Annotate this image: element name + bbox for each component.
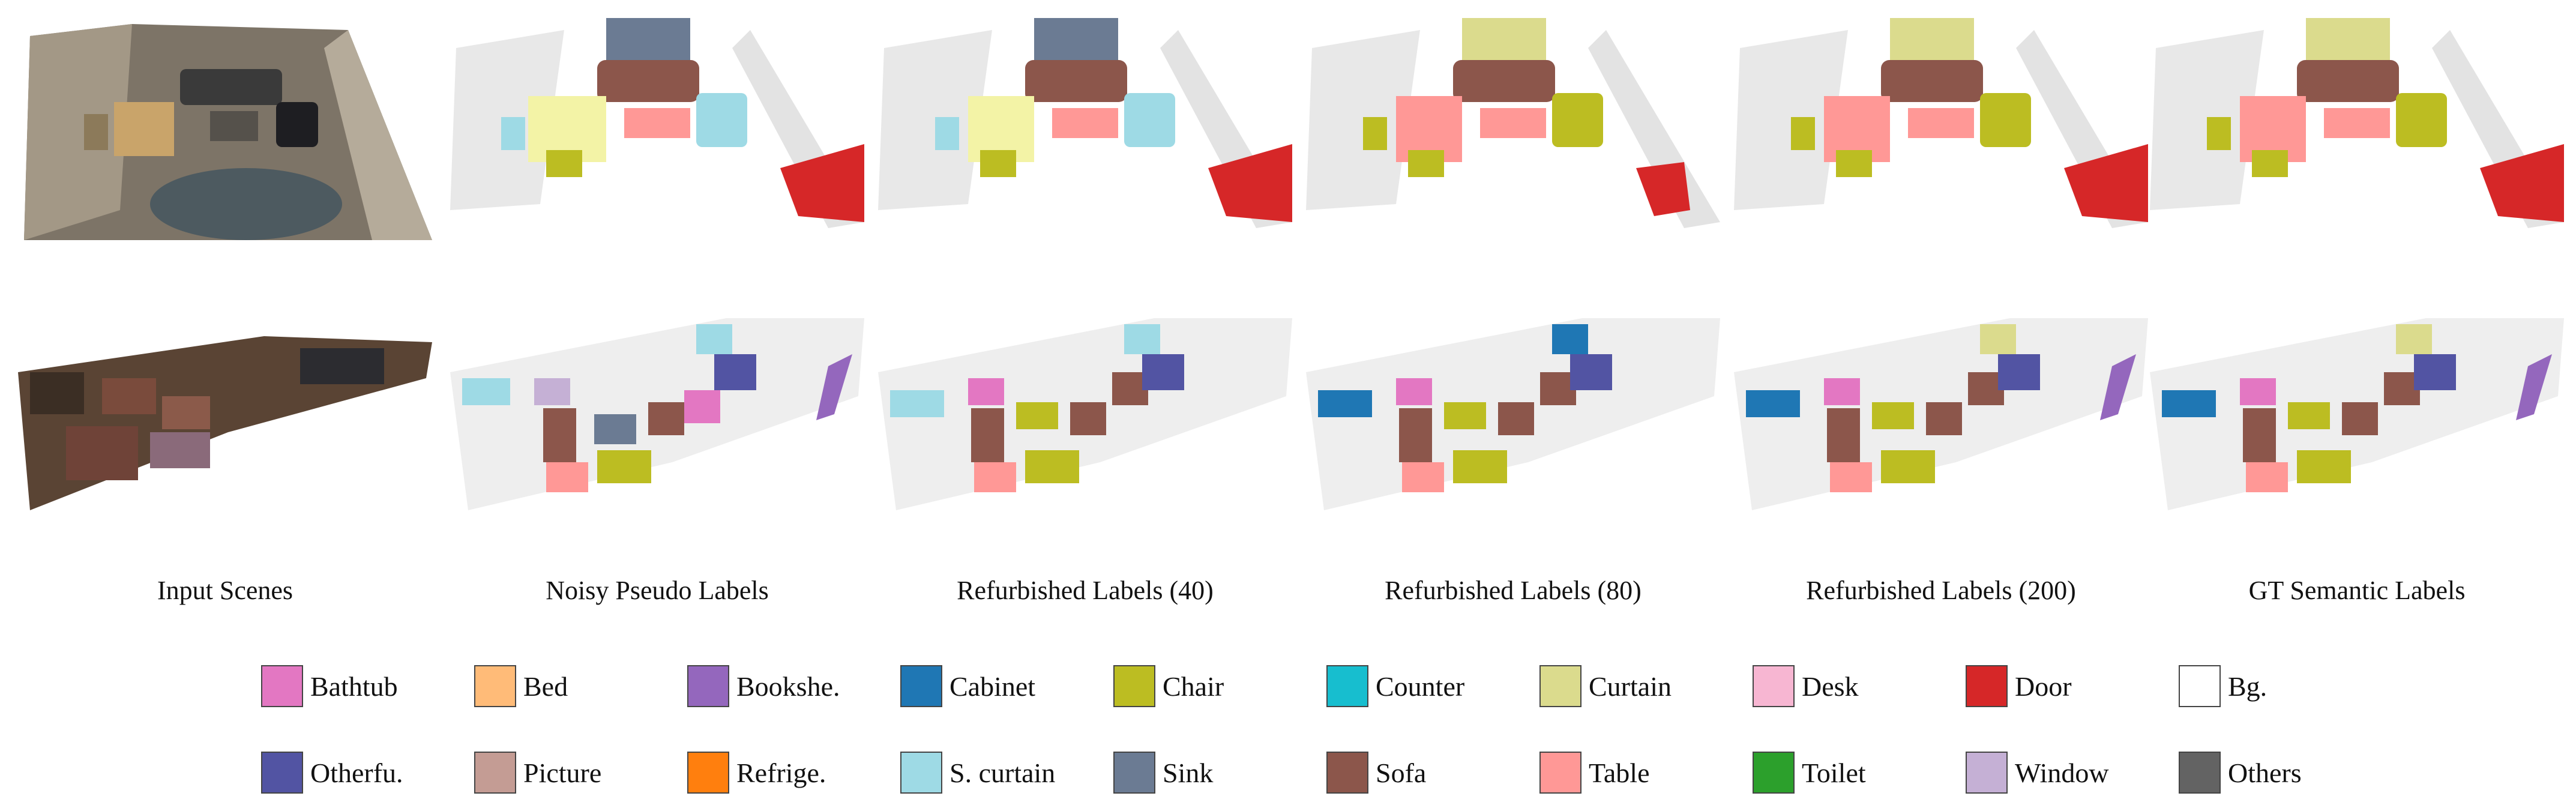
scene1-input xyxy=(12,12,438,252)
scene2-gt-semantic-labels xyxy=(2144,282,2570,522)
legend-swatch xyxy=(261,665,303,707)
legend-label: Chair xyxy=(1163,671,1224,702)
legend-label: S. curtain xyxy=(949,757,1056,788)
legend-label: Desk xyxy=(1802,671,1859,702)
legend-swatch xyxy=(2179,665,2221,707)
scene1-refurbished-40 xyxy=(872,12,1298,252)
legend-item: Chair xyxy=(1113,662,1224,710)
legend-swatch xyxy=(1753,665,1795,707)
legend-label: Curtain xyxy=(1589,671,1672,702)
legend-label: Bed xyxy=(523,671,568,702)
legend-label: Toilet xyxy=(1802,757,1866,788)
legend-label: Otherfu. xyxy=(310,757,403,788)
legend-swatch xyxy=(1113,752,1155,794)
scene1-refurbished-80 xyxy=(1300,12,1726,252)
legend-item: Picture xyxy=(474,749,601,797)
legend-swatch xyxy=(687,665,729,707)
legend-item: Bathtub xyxy=(261,662,398,710)
legend-swatch xyxy=(900,665,942,707)
legend-swatch xyxy=(1326,665,1368,707)
legend-label: Door xyxy=(2015,671,2072,702)
legend-item: Counter xyxy=(1326,662,1464,710)
legend-item: S. curtain xyxy=(900,749,1055,797)
legend-swatch xyxy=(1966,752,2008,794)
legend-label: Refrige. xyxy=(736,757,826,788)
legend-label: Cabinet xyxy=(949,671,1036,702)
legend-swatch xyxy=(261,752,303,794)
legend-label: Bg. xyxy=(2228,671,2268,702)
legend-label: Picture xyxy=(523,757,602,788)
caption-input-scenes: Input Scenes xyxy=(157,576,293,605)
legend-item: Bg. xyxy=(2179,662,2267,710)
caption-refurbished-80: Refurbished Labels (80) xyxy=(1385,576,1642,605)
legend-label: Sink xyxy=(1163,757,1214,788)
legend-item: Toilet xyxy=(1753,749,1866,797)
legend-label: Others xyxy=(2228,757,2302,788)
legend-swatch xyxy=(687,752,729,794)
legend-item: Bookshe. xyxy=(687,662,840,710)
legend-swatch xyxy=(1539,665,1581,707)
legend-item: Table xyxy=(1539,749,1650,797)
legend-swatch xyxy=(1113,665,1155,707)
scene2-refurbished-200 xyxy=(1728,282,2154,522)
scene1-gt-semantic-labels xyxy=(2144,12,2570,252)
caption-gt-semantic-labels: GT Semantic Labels xyxy=(2248,576,2466,605)
legend-item: Cabinet xyxy=(900,662,1035,710)
legend-swatch xyxy=(2179,752,2221,794)
legend-item: Sofa xyxy=(1326,749,1426,797)
legend-swatch xyxy=(900,752,942,794)
legend-swatch xyxy=(474,665,516,707)
legend-label: Window xyxy=(2015,757,2109,788)
legend-item: Desk xyxy=(1753,662,1859,710)
scene1-refurbished-200 xyxy=(1728,12,2154,252)
legend-item: Curtain xyxy=(1539,662,1672,710)
scene2-input xyxy=(12,282,438,522)
legend-label: Bookshe. xyxy=(736,671,840,702)
legend-item: Sink xyxy=(1113,749,1213,797)
scene2-noisy-pseudo-labels xyxy=(444,282,870,522)
scene1-noisy-pseudo-labels xyxy=(444,12,870,252)
legend-item: Refrige. xyxy=(687,749,826,797)
legend-swatch xyxy=(1539,752,1581,794)
legend-swatch xyxy=(1326,752,1368,794)
caption-noisy-pseudo-labels: Noisy Pseudo Labels xyxy=(546,576,769,605)
scene2-refurbished-40 xyxy=(872,282,1298,522)
legend-label: Sofa xyxy=(1376,757,1427,788)
legend-swatch xyxy=(1753,752,1795,794)
legend-item: Door xyxy=(1966,662,2072,710)
legend-swatch xyxy=(1966,665,2008,707)
legend-label: Table xyxy=(1589,757,1650,788)
legend-label: Counter xyxy=(1376,671,1465,702)
caption-refurbished-40: Refurbished Labels (40) xyxy=(957,576,1214,605)
legend-item: Otherfu. xyxy=(261,749,403,797)
legend-item: Others xyxy=(2179,749,2302,797)
scene2-refurbished-80 xyxy=(1300,282,1726,522)
legend-item: Bed xyxy=(474,662,568,710)
legend-swatch xyxy=(474,752,516,794)
legend-label: Bathtub xyxy=(310,671,398,702)
caption-refurbished-200: Refurbished Labels (200) xyxy=(1806,576,2076,605)
legend-item: Window xyxy=(1966,749,2109,797)
